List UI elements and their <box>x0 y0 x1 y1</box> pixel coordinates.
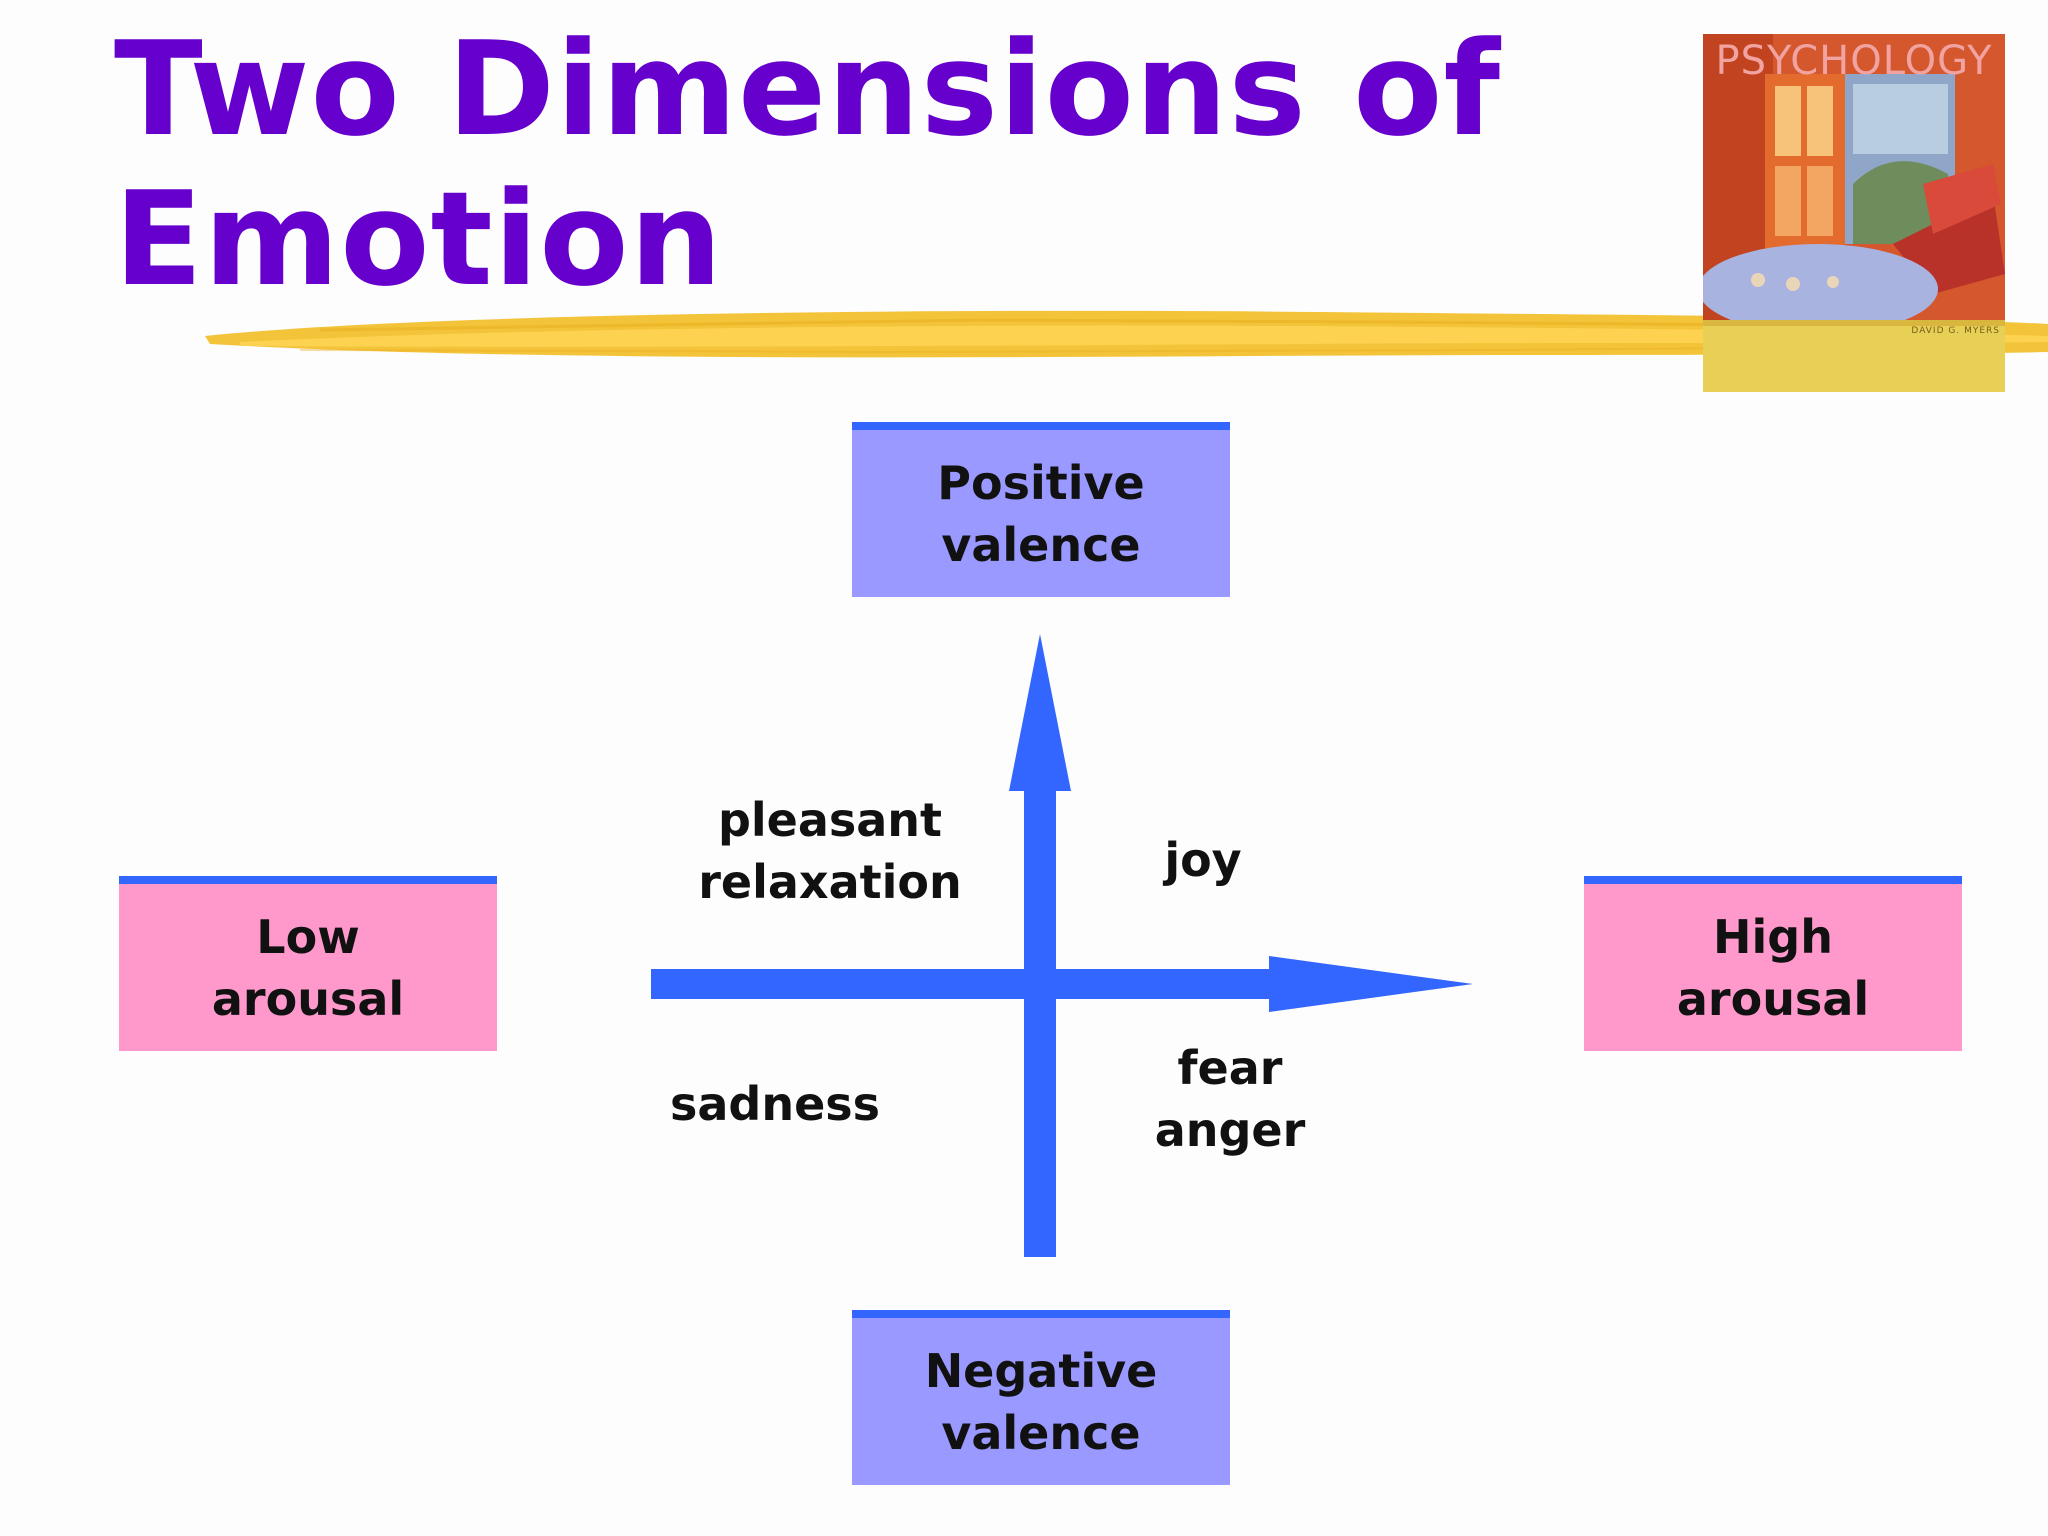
negative-valence-box: Negative valence <box>852 1310 1230 1485</box>
slide-title-line-1: Two Dimensions of <box>114 13 1502 165</box>
negative-valence-line-2: valence <box>941 1405 1141 1460</box>
vertical-axis-shaft <box>1024 784 1056 1257</box>
horizontal-axis-shaft <box>651 969 1276 999</box>
slide-title: Two Dimensions of Emotion <box>114 14 1514 314</box>
emotion-sadness-line-1: sadness <box>669 1077 881 1131</box>
low-arousal-box: Low arousal <box>119 876 497 1051</box>
high-arousal-box: High arousal <box>1584 876 1962 1051</box>
slide-title-line-2: Emotion <box>114 163 724 315</box>
vertical-axis-arrowhead <box>1009 634 1071 791</box>
high-arousal-line-2: arousal <box>1676 971 1870 1026</box>
low-arousal-line-2: arousal <box>211 971 405 1026</box>
positive-valence-box: Positive valence <box>852 422 1230 597</box>
emotion-fear-line-1: fear <box>1177 1041 1283 1095</box>
emotion-sadness: sadness <box>640 1073 910 1135</box>
horizontal-axis-arrowhead <box>1269 956 1473 1012</box>
emotion-fear-anger: fear anger <box>1110 1037 1350 1161</box>
emotion-anger-line-2: anger <box>1154 1103 1306 1157</box>
high-arousal-line-1: High <box>1713 909 1833 964</box>
positive-valence-line-2: valence <box>941 517 1141 572</box>
book-cover-author: DAVID G. MYERS <box>1911 326 2000 336</box>
positive-valence-line-1: Positive <box>937 455 1145 510</box>
psychology-book-cover <box>1703 34 2005 392</box>
low-arousal-line-1: Low <box>256 909 360 964</box>
book-cover-title: PSYCHOLOGY <box>1715 38 1993 84</box>
emotion-pleasant-line-2: relaxation <box>698 855 962 909</box>
emotion-pleasant-relaxation: pleasant relaxation <box>680 789 980 913</box>
emotion-joy-line-1: joy <box>1164 833 1242 887</box>
emotion-pleasant-line-1: pleasant <box>717 793 943 847</box>
emotion-joy: joy <box>1128 829 1278 891</box>
negative-valence-line-1: Negative <box>924 1343 1158 1398</box>
